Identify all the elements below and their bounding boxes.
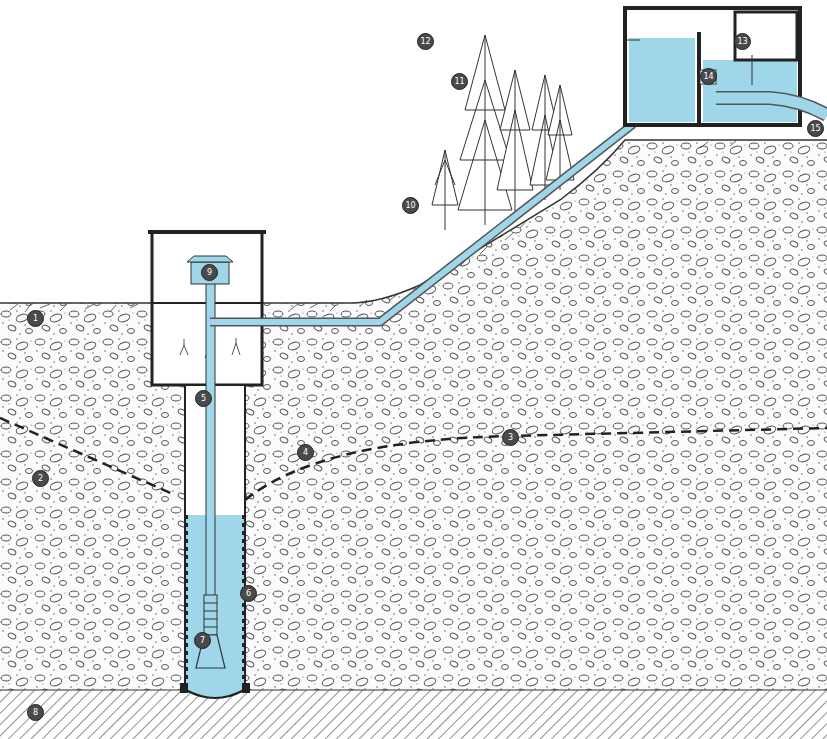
callout-number: 6 <box>240 585 257 602</box>
callout-number: 14 <box>700 68 717 85</box>
callout-number: 7 <box>194 632 211 649</box>
callout-number: 13 <box>734 33 751 50</box>
callout-number: 15 <box>807 120 824 137</box>
callout-number: 2 <box>32 470 49 487</box>
callout-number: 9 <box>201 264 218 281</box>
callout-number: 11 <box>451 73 468 90</box>
callout-number: 12 <box>417 33 434 50</box>
callout-number: 5 <box>195 390 212 407</box>
callout-number: 3 <box>502 429 519 446</box>
callout-number: 4 <box>297 444 314 461</box>
callout-number: 10 <box>402 197 419 214</box>
callout-number: 1 <box>27 310 44 327</box>
callout-number: 8 <box>27 704 44 721</box>
